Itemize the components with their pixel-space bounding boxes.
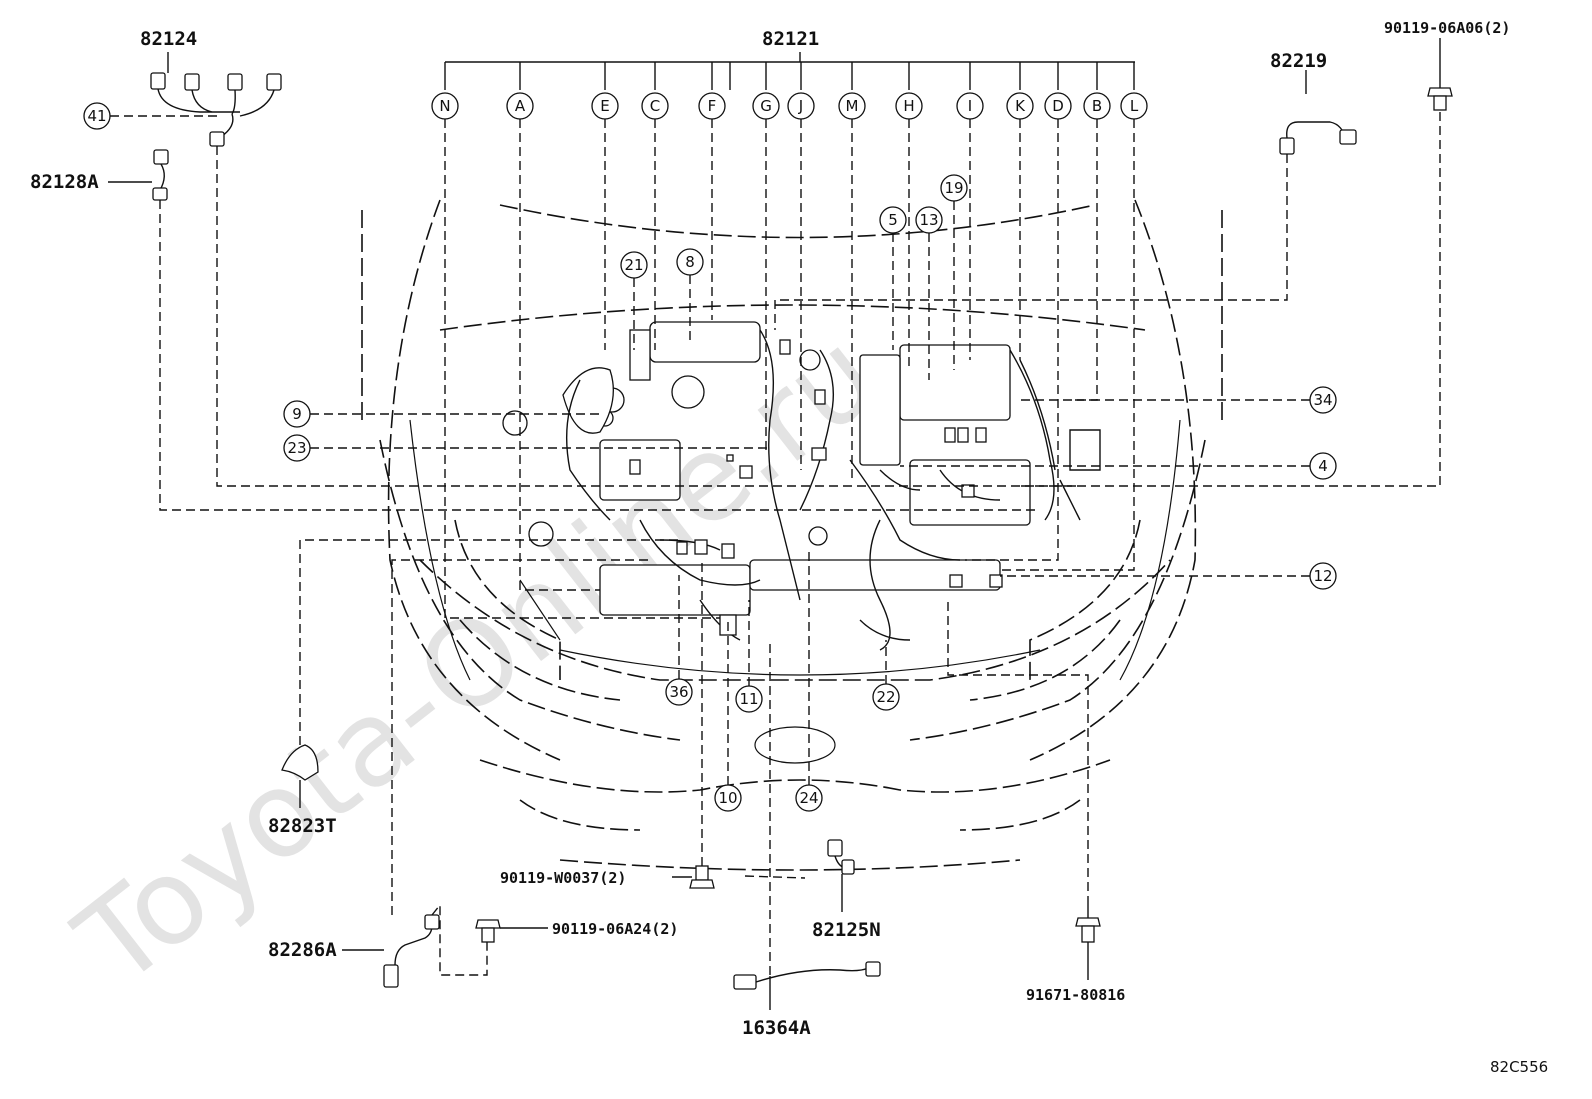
harness-82124-drawing (150, 52, 282, 147)
callout-4: 4 (1318, 457, 1328, 475)
part-number-82823t: 82823T (268, 815, 337, 837)
callout-e: E (591, 92, 619, 120)
callout-f: F (698, 92, 726, 120)
part-number-16364a: 16364A (742, 1017, 811, 1039)
wire-82286a-drawing (342, 914, 440, 988)
wire-82125n-drawing (827, 839, 855, 912)
part-number-90119-06a24: 90119-06A24(2) (552, 920, 678, 938)
letter-l: L (1130, 97, 1139, 115)
callout-24: 24 (799, 789, 818, 807)
part-number-82219: 82219 (1270, 50, 1327, 72)
callout-n: N (431, 92, 459, 120)
callout-m: M (838, 92, 866, 120)
part-number-82286a: 82286A (268, 939, 337, 961)
part-number-82121: 82121 (762, 28, 819, 50)
callout-h: H (895, 92, 923, 120)
callout-36: 36 (669, 683, 688, 701)
letter-f: F (708, 97, 717, 115)
bolt-90119-06a24-drawing (475, 919, 548, 943)
callout-34: 34 (1313, 391, 1332, 409)
letter-b: B (1092, 97, 1102, 115)
vehicle-body-outline (361, 199, 1223, 871)
callout-13: 13 (919, 211, 938, 229)
letter-g: G (760, 97, 772, 115)
callout-19: 19 (944, 179, 963, 197)
callout-8: 8 (685, 253, 695, 271)
leader-82823t (299, 539, 680, 745)
wire-82128a-drawing (108, 149, 169, 201)
callout-12: 12 (1313, 567, 1332, 585)
wire-16364a-drawing (733, 961, 881, 1010)
part-number-90119-06a06: 90119-06A06(2) (1384, 19, 1510, 37)
part-number-90119-w0037: 90119-W0037(2) (500, 869, 626, 887)
callout-5: 5 (888, 211, 898, 229)
part-number-82124: 82124 (140, 28, 197, 50)
part-number-82125n: 82125N (812, 919, 881, 941)
letter-m: M (846, 97, 859, 115)
callout-9: 9 (292, 405, 302, 423)
letter-n: N (439, 97, 450, 115)
clamp-82823t-drawing (281, 744, 319, 808)
callout-d: D (1044, 92, 1072, 120)
diagram-code: 82C556 (1490, 1058, 1548, 1076)
leader-91671-80816 (947, 600, 1089, 905)
main-harness-bracket (444, 52, 1135, 90)
letter-callouts: N A E C F G J M (431, 92, 1148, 120)
letter-h: H (903, 97, 914, 115)
letter-e: E (600, 97, 609, 115)
letter-c: C (650, 97, 660, 115)
leader-82286a-box (431, 903, 488, 976)
callout-22: 22 (876, 688, 895, 706)
leader-82286a (391, 559, 650, 915)
callout-l: L (1120, 92, 1148, 120)
part-number-91671-80816: 91671-80816 (1026, 986, 1125, 1004)
watermark: Toyota-Online.ru (51, 305, 903, 1013)
leader-82219 (774, 154, 1288, 330)
callout-k: K (1006, 92, 1034, 120)
callout-41: 41 (87, 107, 106, 125)
leader-82128a (159, 200, 1040, 511)
callout-23: 23 (287, 439, 306, 457)
callout-b: B (1083, 92, 1111, 120)
callout-10: 10 (718, 789, 737, 807)
wire-82219-drawing (1279, 70, 1357, 155)
leader-misc-1 (744, 875, 806, 879)
callout-11: 11 (739, 690, 758, 708)
callout-j: J (787, 92, 815, 120)
callout-g: G (752, 92, 780, 120)
number-callouts: 41 19 5 13 21 8 9 23 34 (83, 102, 1337, 812)
bolt-91671-80816-drawing (1075, 905, 1101, 980)
engine-components (502, 321, 1101, 651)
part-number-82128a: 82128A (30, 171, 99, 193)
letter-j: J (798, 97, 803, 115)
callout-21: 21 (624, 256, 643, 274)
leader-82124 (216, 146, 1080, 487)
letter-k: K (1015, 97, 1026, 115)
callout-a: A (506, 92, 534, 120)
letter-a: A (515, 97, 526, 115)
bolt-90119-06a06-drawing (1427, 38, 1453, 111)
callout-c: C (641, 92, 669, 120)
callout-i: I (956, 92, 984, 120)
letter-i: I (968, 97, 972, 115)
letter-d: D (1052, 97, 1064, 115)
bolt-90119-w0037-drawing (672, 865, 715, 889)
